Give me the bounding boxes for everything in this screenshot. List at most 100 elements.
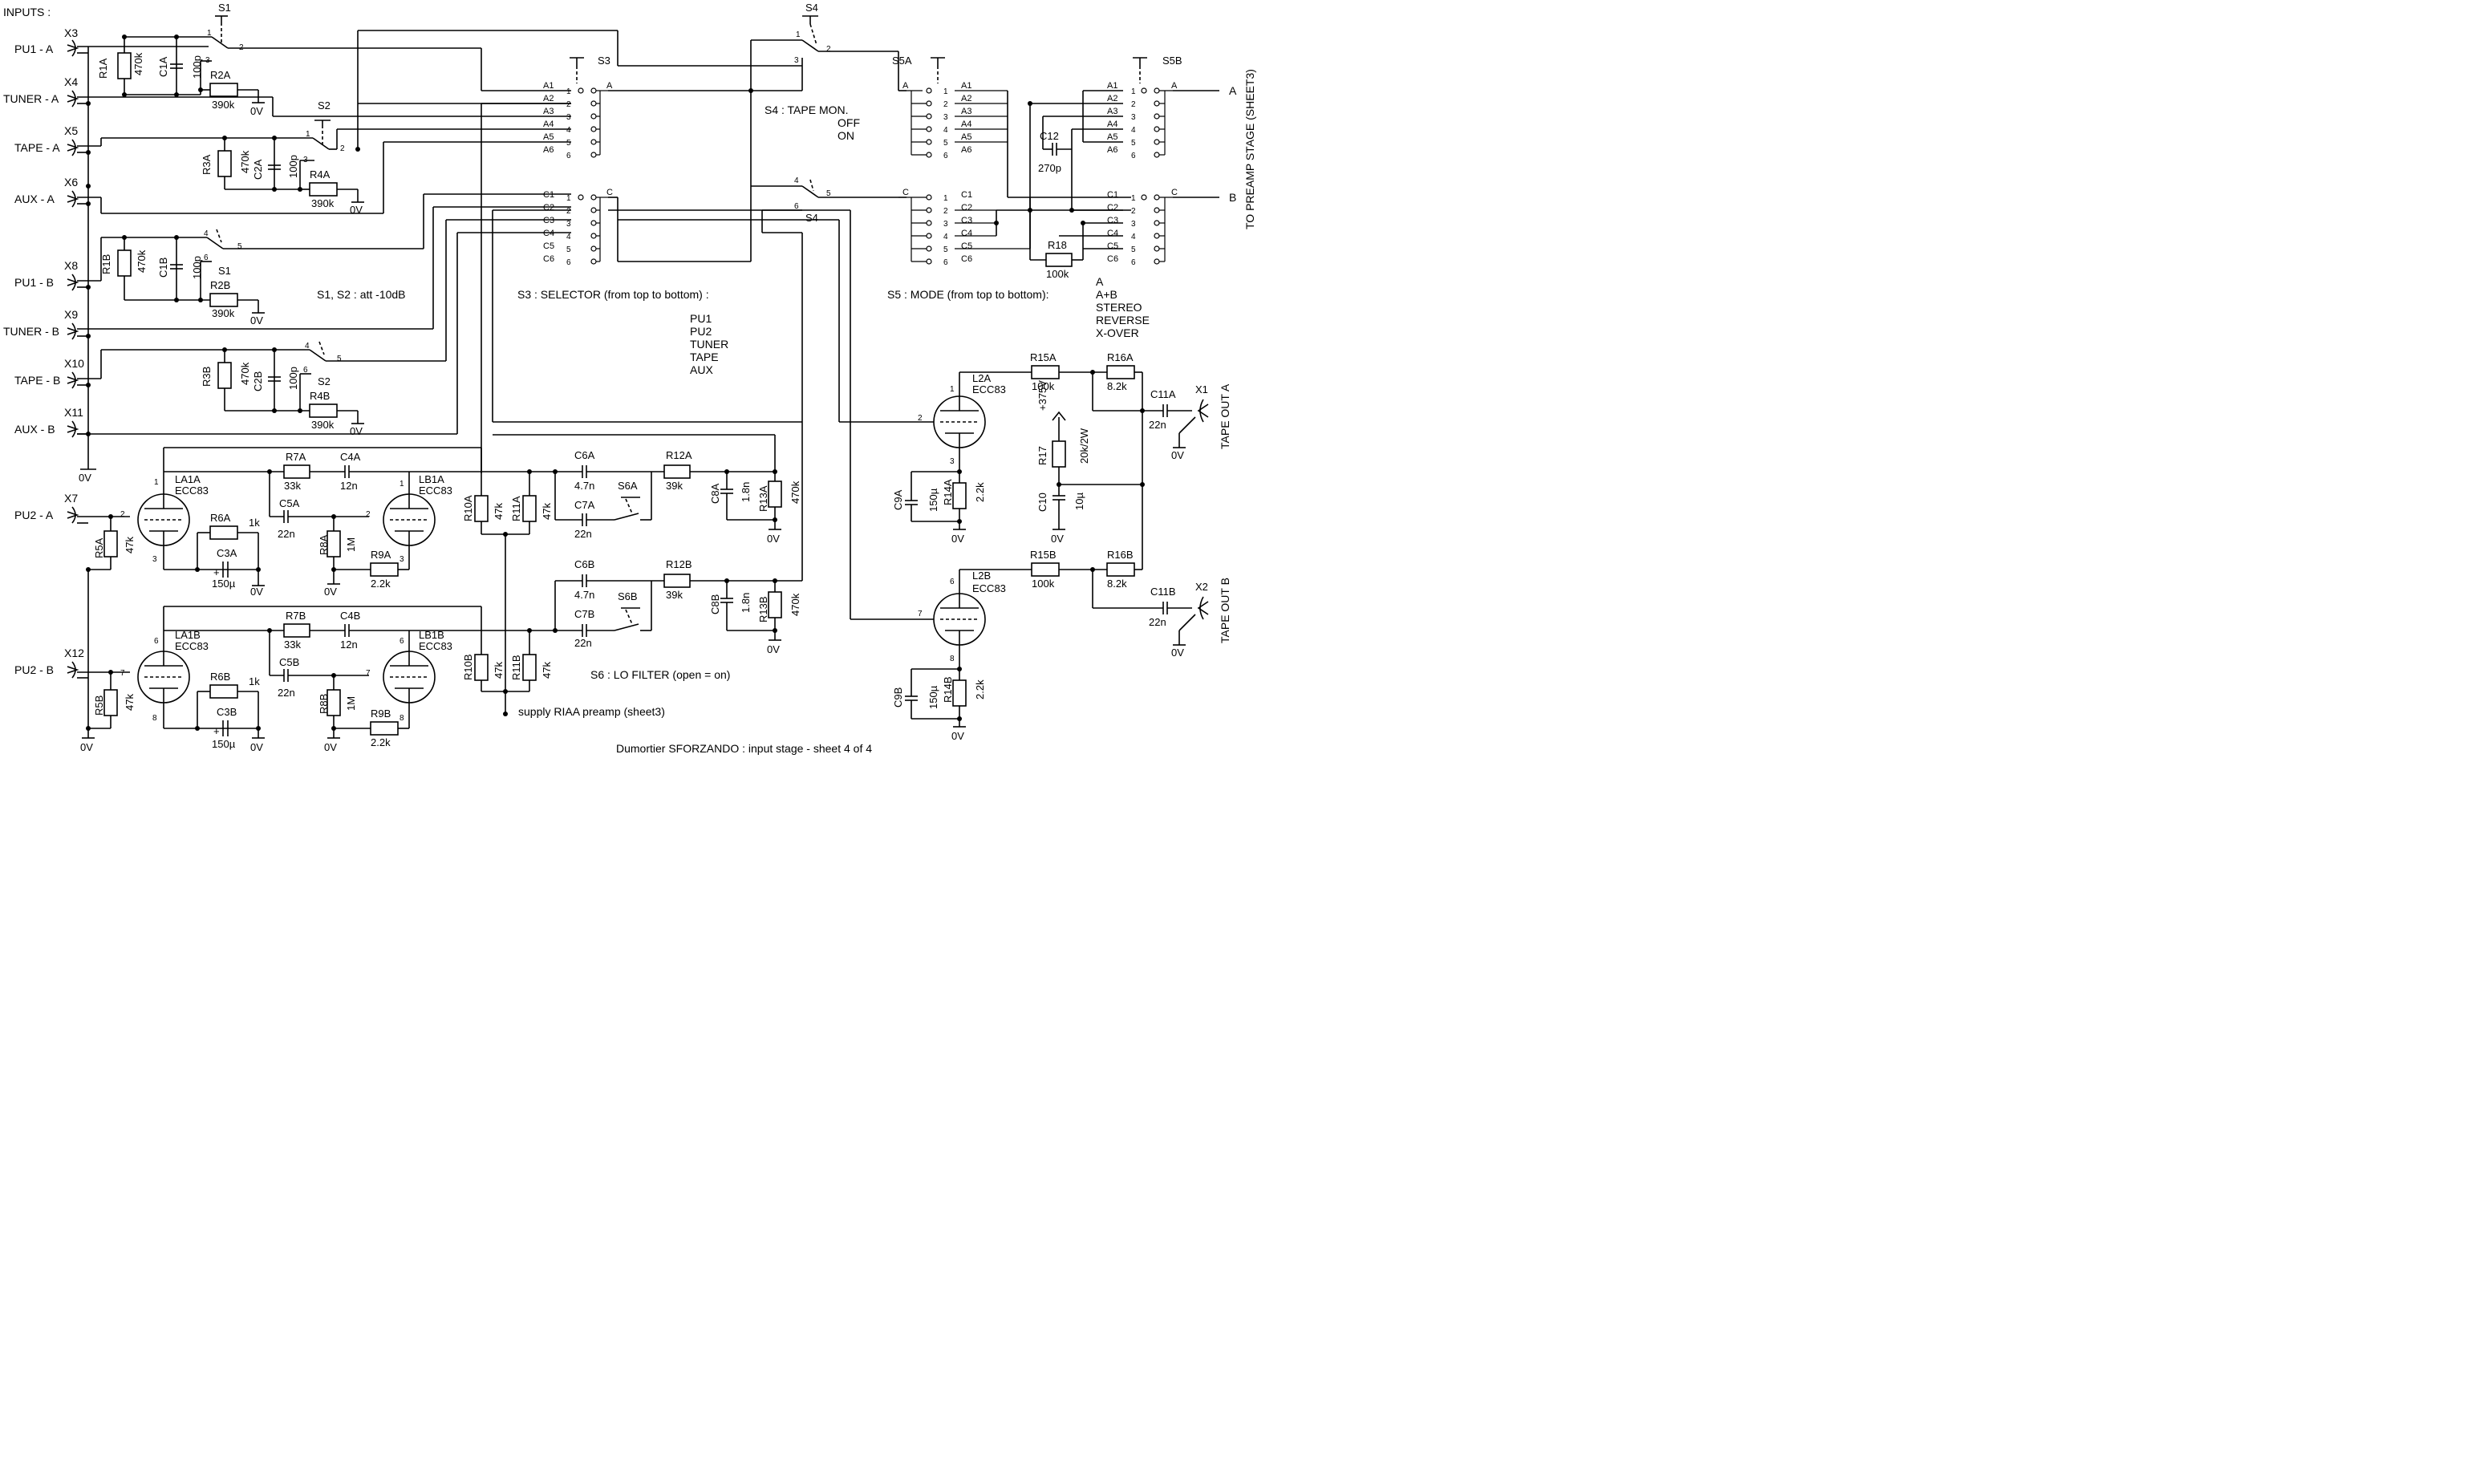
svg-text:A4: A4 xyxy=(1107,120,1117,129)
svg-text:0V: 0V xyxy=(1171,449,1184,461)
svg-text:47k: 47k xyxy=(124,694,136,711)
svg-text:LB1B: LB1B xyxy=(419,629,444,641)
svg-text:R10A: R10A xyxy=(462,495,474,521)
mode-note: S5 : MODE (from top to bottom): xyxy=(887,288,1049,301)
svg-text:0V: 0V xyxy=(767,533,780,545)
svg-text:LA1A: LA1A xyxy=(175,473,201,485)
svg-text:2: 2 xyxy=(1131,100,1136,109)
svg-text:C4B: C4B xyxy=(340,610,360,622)
svg-text:3: 3 xyxy=(152,555,157,564)
svg-text:A: A xyxy=(1171,81,1178,91)
svg-text:8: 8 xyxy=(950,655,955,663)
svg-text:150µ: 150µ xyxy=(212,578,236,590)
svg-text:5: 5 xyxy=(566,245,571,254)
svg-text:470k: 470k xyxy=(239,150,251,173)
svg-text:390k: 390k xyxy=(311,419,335,431)
svg-text:S2: S2 xyxy=(318,375,331,387)
pu1-a-network: R1A 470k C1A 100p R2A 390k 0V xyxy=(77,34,265,117)
svg-text:A5: A5 xyxy=(961,132,971,142)
jack-tuner-b-ref: X9 xyxy=(64,308,78,321)
svg-text:6: 6 xyxy=(566,152,571,160)
s3-contacts-c: 123 456 C xyxy=(566,188,613,267)
svg-text:3: 3 xyxy=(943,113,948,122)
svg-text:R3A: R3A xyxy=(201,154,213,175)
switch-s4-tape-mon: S4 123 S4 : TAPE MON. OFF ON 456 S4 xyxy=(748,2,899,262)
svg-text:1: 1 xyxy=(1131,87,1136,96)
svg-text:PU1: PU1 xyxy=(690,312,712,325)
svg-text:470k: 470k xyxy=(789,480,801,504)
jack-tuner-a-label: TUNER - A xyxy=(3,92,59,105)
svg-text:R3B: R3B xyxy=(201,367,213,387)
svg-text:A2: A2 xyxy=(961,94,971,103)
svg-text:R8A: R8A xyxy=(318,534,330,555)
switch-s1-b: 456 S1 xyxy=(204,193,571,277)
svg-text:2: 2 xyxy=(918,414,923,423)
svg-text:5: 5 xyxy=(1131,139,1136,148)
svg-text:8.2k: 8.2k xyxy=(1107,578,1127,590)
output-a-label: A xyxy=(1229,84,1237,97)
svg-text:0V: 0V xyxy=(250,741,263,753)
svg-text:ECC83: ECC83 xyxy=(419,640,452,652)
svg-text:A3: A3 xyxy=(543,107,554,116)
svg-text:3: 3 xyxy=(950,457,955,466)
svg-text:2.2k: 2.2k xyxy=(974,679,986,699)
svg-text:S5A: S5A xyxy=(892,55,912,67)
svg-text:C2A: C2A xyxy=(252,159,264,180)
svg-text:47k: 47k xyxy=(124,537,136,553)
s3-contacts-a: 123 456 A xyxy=(566,81,613,160)
svg-text:6: 6 xyxy=(950,578,955,586)
switch-s1-a: S1 123 xyxy=(176,2,571,91)
svg-text:1M: 1M xyxy=(345,696,357,711)
svg-text:L2A: L2A xyxy=(972,372,991,384)
svg-text:2: 2 xyxy=(1131,207,1136,216)
svg-text:5: 5 xyxy=(1131,245,1136,254)
svg-text:4: 4 xyxy=(794,176,799,185)
svg-text:LB1A: LB1A xyxy=(419,473,444,485)
svg-text:0V: 0V xyxy=(250,105,263,117)
svg-text:A1: A1 xyxy=(961,81,971,91)
tape-b-network: R3B 470k C2B 100p R4B 390k 0V xyxy=(77,347,364,437)
svg-text:C5A: C5A xyxy=(279,497,300,509)
svg-text:S4: S4 xyxy=(805,2,818,14)
svg-text:C4: C4 xyxy=(961,229,972,238)
svg-text:C8B: C8B xyxy=(709,594,721,614)
svg-text:REVERSE: REVERSE xyxy=(1096,314,1150,326)
switch-s3-selector: S3 A1 A2 A3 A4 A5 A6 C1 C2 C3 C4 C5 C6 1… xyxy=(543,55,613,267)
jack-pu2-b-ref: X12 xyxy=(64,647,84,659)
svg-text:6: 6 xyxy=(1131,152,1136,160)
svg-text:6: 6 xyxy=(1131,258,1136,267)
svg-text:1.8n: 1.8n xyxy=(740,482,752,502)
svg-text:R16B: R16B xyxy=(1107,549,1134,561)
svg-text:R18: R18 xyxy=(1048,239,1067,251)
svg-text:A4: A4 xyxy=(543,120,554,129)
svg-text:R9B: R9B xyxy=(371,708,391,720)
svg-text:X-OVER: X-OVER xyxy=(1096,326,1139,339)
svg-text:R10B: R10B xyxy=(462,654,474,680)
svg-text:C11B: C11B xyxy=(1150,586,1176,598)
svg-text:S6B: S6B xyxy=(618,590,638,602)
svg-text:PU2: PU2 xyxy=(690,325,712,338)
svg-text:47k: 47k xyxy=(493,503,505,520)
svg-text:+: + xyxy=(213,566,220,578)
svg-text:X2: X2 xyxy=(1195,581,1208,593)
svg-text:C6: C6 xyxy=(543,254,554,264)
jack-aux-a-ref: X6 xyxy=(64,176,78,189)
svg-text:R12A: R12A xyxy=(666,449,692,461)
svg-text:100k: 100k xyxy=(1032,380,1055,392)
svg-text:1k: 1k xyxy=(249,517,260,529)
output-b-label: B xyxy=(1229,191,1236,204)
svg-text:ECC83: ECC83 xyxy=(175,485,209,497)
svg-text:C3A: C3A xyxy=(217,547,237,559)
svg-text:ECC83: ECC83 xyxy=(972,582,1006,594)
svg-text:0V: 0V xyxy=(951,533,964,545)
svg-text:4: 4 xyxy=(943,233,948,241)
svg-text:390k: 390k xyxy=(212,307,235,319)
svg-text:S5B: S5B xyxy=(1162,55,1182,67)
lo-filter-note: S6 : LO FILTER (open = on) xyxy=(590,668,730,681)
svg-text:C8A: C8A xyxy=(709,483,721,504)
svg-text:R13B: R13B xyxy=(757,596,769,622)
svg-text:C1A: C1A xyxy=(157,56,169,77)
svg-text:S2: S2 xyxy=(318,99,331,112)
svg-text:4: 4 xyxy=(204,229,209,238)
svg-text:C3: C3 xyxy=(543,216,554,225)
